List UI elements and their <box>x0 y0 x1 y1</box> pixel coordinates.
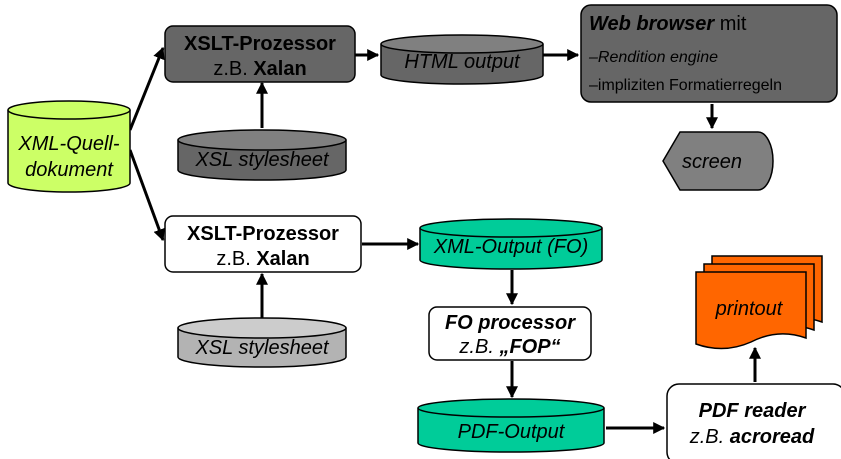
pdf-reader-example: z.B. acroread <box>689 426 815 448</box>
xslt-bottom-example: z.B. Xalan <box>216 248 309 270</box>
web-browser-item-2: –impliziten Formatierregeln <box>589 77 782 94</box>
xsl-stylesheet-bottom-node: XSL stylesheet <box>177 317 347 368</box>
html-output-label: HTML output <box>404 51 521 73</box>
pdf-reader-node: PDF reader z.B. acroread <box>666 383 841 459</box>
xsl-stylesheet-top-label: XSL stylesheet <box>194 149 329 171</box>
xml-source-node: XML-Quell- dokument <box>7 100 131 193</box>
xml-output-label: XML-Output (FO) <box>433 236 588 258</box>
edge-source-to-xslt-top <box>128 46 165 131</box>
pdf-output-node: PDF-Output <box>417 398 605 453</box>
xml-output-node: XML-Output (FO) <box>419 218 603 270</box>
fo-processor-example: z.B. „FOP“ <box>458 336 560 358</box>
web-browser-title: Web browser mit <box>589 13 747 35</box>
xslt-bottom-title: XSLT-Prozessor <box>187 223 339 245</box>
xsl-stylesheet-bottom-label: XSL stylesheet <box>194 337 329 359</box>
xslt-top-node: XSLT-Prozessor z.B. Xalan <box>164 25 356 83</box>
edges <box>128 46 761 434</box>
printout-node: printout <box>695 255 823 350</box>
edge-source-to-xslt-bottom <box>128 149 165 242</box>
xml-source-label-2: dokument <box>25 159 114 181</box>
printout-sheet-front <box>695 271 807 350</box>
pdf-output-label: PDF-Output <box>458 421 566 443</box>
fo-processor-title: FO processor <box>445 312 576 334</box>
screen-label: screen <box>682 151 742 173</box>
xslt-top-title: XSLT-Prozessor <box>184 33 336 55</box>
web-browser-item-1: –Rendition engine <box>588 49 718 66</box>
xslt-top-example: z.B. Xalan <box>213 58 306 80</box>
xml-source-label-1: XML-Quell- <box>17 133 119 155</box>
printout-label: printout <box>715 298 784 320</box>
html-output-node: HTML output <box>380 34 544 85</box>
pdf-reader-title: PDF reader <box>699 400 807 422</box>
xsl-stylesheet-top-node: XSL stylesheet <box>177 129 347 181</box>
fo-processor-node: FO processor z.B. „FOP“ <box>428 306 592 361</box>
web-browser-node: Web browser mit –Rendition engine –impli… <box>580 4 838 103</box>
screen-node: screen <box>662 131 774 191</box>
xslt-bottom-node: XSLT-Prozessor z.B. Xalan <box>164 215 362 273</box>
